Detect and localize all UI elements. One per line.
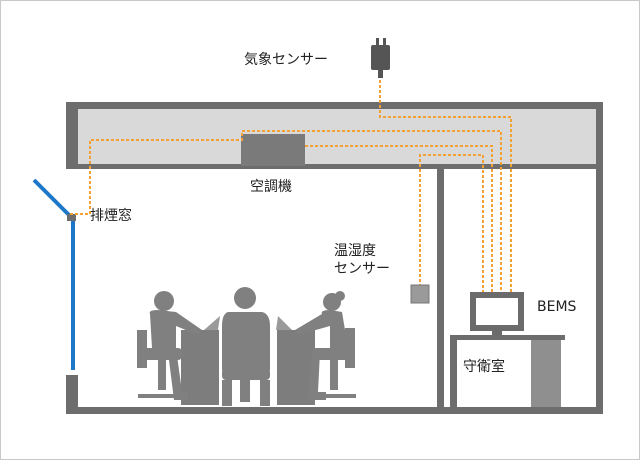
signal-lines — [70, 70, 512, 295]
smoke-vent-label: 排煙窓 — [90, 208, 132, 224]
weather-sensor-label: 気象センサー — [244, 52, 328, 68]
left-wall-base — [66, 375, 78, 414]
partition-wall — [437, 164, 444, 414]
ceiling-board — [66, 164, 603, 169]
right-outer-wall — [596, 102, 603, 414]
weather-sensor-icon — [371, 38, 390, 78]
guard-room-desk-top — [450, 335, 565, 340]
worker-left-icon — [137, 291, 202, 400]
guard-room-desk-cabinet — [531, 340, 561, 407]
ceiling-left-wall — [66, 102, 78, 168]
laptop-left-icon — [204, 316, 220, 330]
laptop-right-icon — [276, 316, 292, 330]
guard-room-label: 守衛室 — [463, 359, 505, 375]
guard-room-desk-left — [450, 340, 457, 407]
ceiling-slab — [66, 102, 603, 109]
temp-humidity-label-line1: 温湿度 — [334, 243, 376, 259]
smoke-vent-hinge — [67, 214, 76, 221]
bems-monitor-icon — [470, 292, 524, 335]
worker-center-icon — [222, 287, 270, 406]
temp-humidity-label-line2: センサー — [334, 261, 390, 277]
floor-slab — [66, 407, 603, 414]
signal-line-ac-to-bems — [305, 145, 493, 295]
smoke-vent-sash — [32, 178, 74, 220]
air-conditioner-label: 空調機 — [250, 179, 292, 195]
office-workers-icon — [137, 287, 356, 406]
temp-humidity-sensor-box — [410, 284, 430, 304]
signal-line-sensor-to-bems — [379, 70, 512, 295]
signal-line-vent-to-bems — [70, 130, 502, 295]
air-conditioner-unit — [241, 134, 305, 166]
bems-label: BEMS — [537, 299, 577, 315]
signal-line-th-to-bems — [419, 154, 484, 295]
worker-right-icon — [295, 291, 356, 400]
ceiling-space — [70, 109, 597, 164]
